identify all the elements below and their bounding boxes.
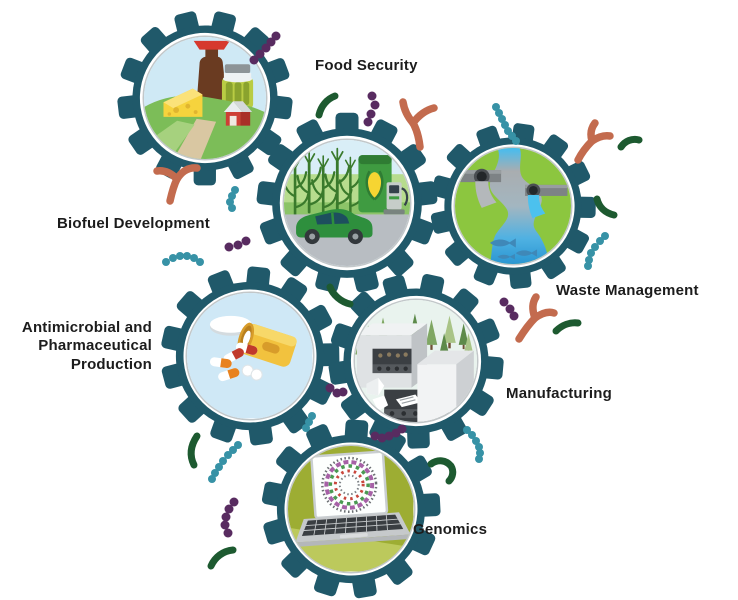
pickle-jar <box>221 63 253 109</box>
river-outfall-pipes-fish-icon <box>454 147 572 265</box>
farm-food-products-icon <box>143 36 267 160</box>
label-food-security: Food Security <box>315 57 418 74</box>
gear-food-security <box>112 5 298 191</box>
pill-bottle-capsules-icon <box>187 293 313 419</box>
bacillus-rod-microbe <box>617 135 643 151</box>
field-path <box>172 118 216 160</box>
cocci-chain-microbe <box>220 497 239 538</box>
capsule-orange <box>210 357 233 369</box>
barn <box>223 100 252 126</box>
capsule-orange <box>218 368 240 382</box>
label-line: Pharmaceutical <box>38 337 152 355</box>
outfall-pipe-right <box>524 183 568 218</box>
gear-window-food <box>143 36 267 160</box>
corn-fuel-pump-car-icon <box>283 139 411 267</box>
cocci-chain-microbe <box>224 236 251 252</box>
fuel-station <box>358 154 392 213</box>
label-manufacturing: Manufacturing <box>506 385 612 402</box>
laptop-genome-map-icon <box>288 446 414 572</box>
round-pills <box>242 364 263 381</box>
outfall-pipe-left <box>458 168 501 208</box>
gear-manufacturing <box>323 268 509 454</box>
gear-window-waste <box>454 147 572 265</box>
pulp-pieces <box>366 377 388 411</box>
label-biofuel-development: Biofuel Development <box>57 215 210 232</box>
gear-window-manufacturing <box>354 299 478 423</box>
factory-conveyor-forest-icon <box>354 299 478 423</box>
sauce-bottle <box>193 40 230 102</box>
gear-antimicrobial-production <box>155 261 345 451</box>
gear-window-genomics <box>288 446 414 572</box>
branched-hypha-microbe <box>515 293 558 343</box>
bacillus-rod-microbe <box>207 546 237 570</box>
gear-biofuel-development <box>251 107 443 299</box>
tablet-large <box>210 316 252 337</box>
gear-waste-management <box>425 118 601 294</box>
keyboard-keys <box>302 515 403 536</box>
river <box>489 147 549 265</box>
gear-window-biofuel <box>283 139 411 267</box>
machine-left <box>356 322 427 388</box>
gear-genomics <box>256 414 446 600</box>
label-line: Production <box>70 355 152 373</box>
gear-window-antimicrobial <box>187 293 313 419</box>
label-waste-management: Waste Management <box>556 282 699 299</box>
fuel-dispenser <box>383 181 408 215</box>
label-genomics: Genomics <box>413 521 488 538</box>
label-antimicrobial-production: Antimicrobial and Pharmaceutical Product… <box>16 319 152 374</box>
label-line: Antimicrobial and <box>21 319 152 336</box>
bacillus-rod-microbe <box>552 319 582 335</box>
laptop <box>294 450 413 548</box>
fish <box>489 238 537 260</box>
cheese-wedge <box>163 88 203 117</box>
green-car <box>295 208 373 244</box>
